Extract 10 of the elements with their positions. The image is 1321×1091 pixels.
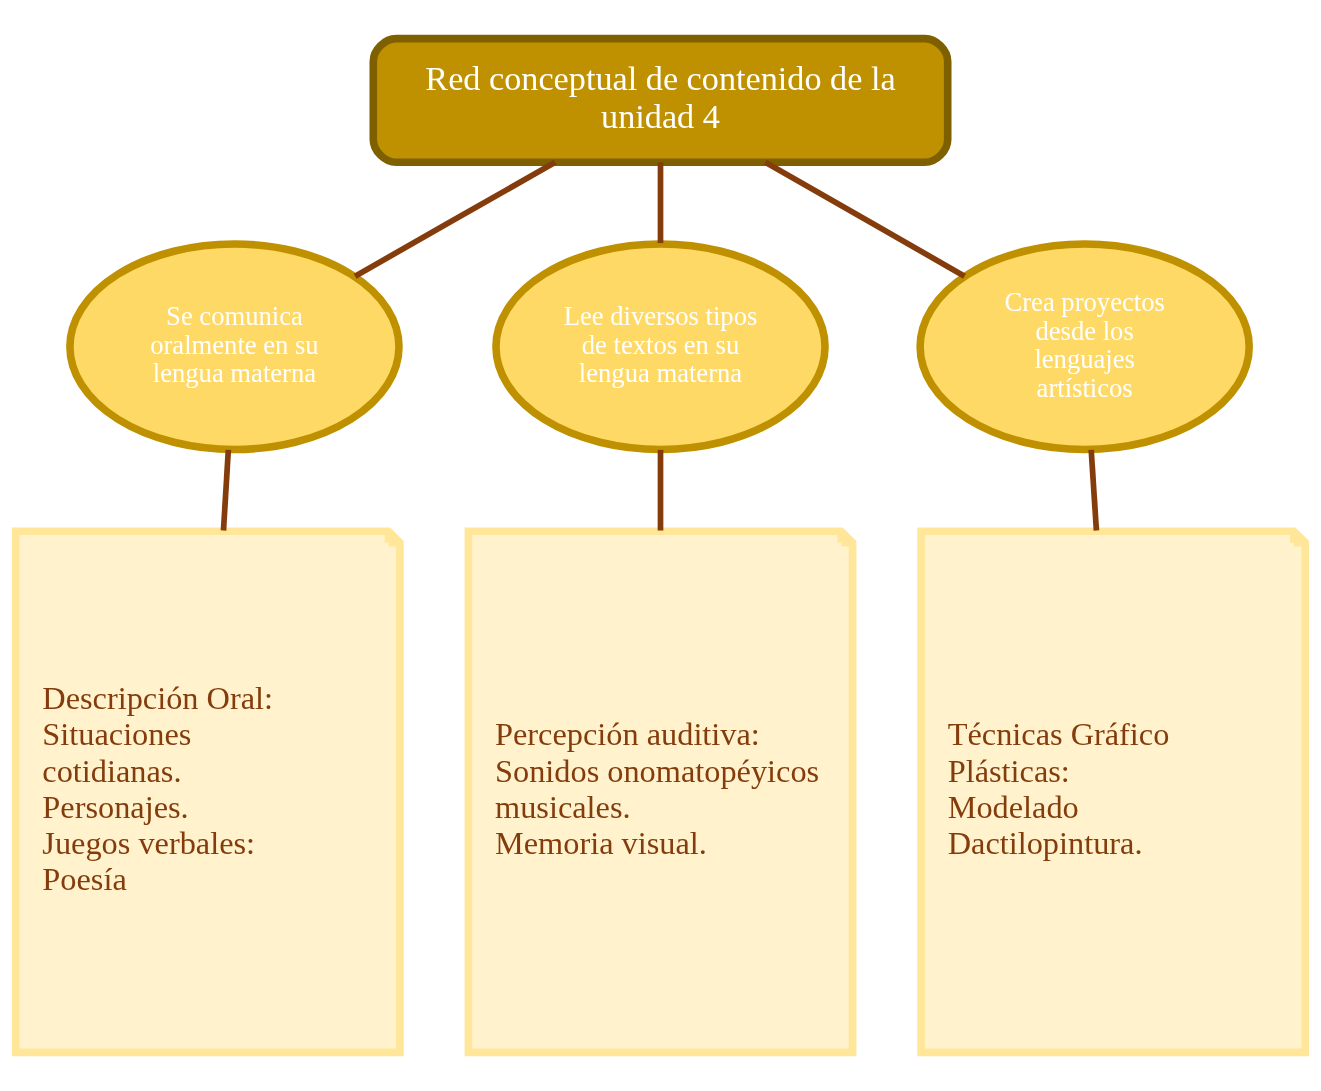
node-box: Red conceptual de contenido de la unidad 4 <box>369 34 952 167</box>
connector <box>763 159 966 279</box>
node-ellipse: Lee diversos tipos de textos en su lengua materna <box>492 240 829 454</box>
connector <box>220 449 232 531</box>
connector <box>353 159 557 279</box>
connector <box>657 162 664 244</box>
node-ellipse: Crea proyectos desde los lenguajes artísticos <box>916 240 1253 454</box>
node-ellipse: Se comunica oralmente en su lengua materna <box>66 240 403 454</box>
connector <box>657 449 664 531</box>
connector <box>1088 449 1100 531</box>
